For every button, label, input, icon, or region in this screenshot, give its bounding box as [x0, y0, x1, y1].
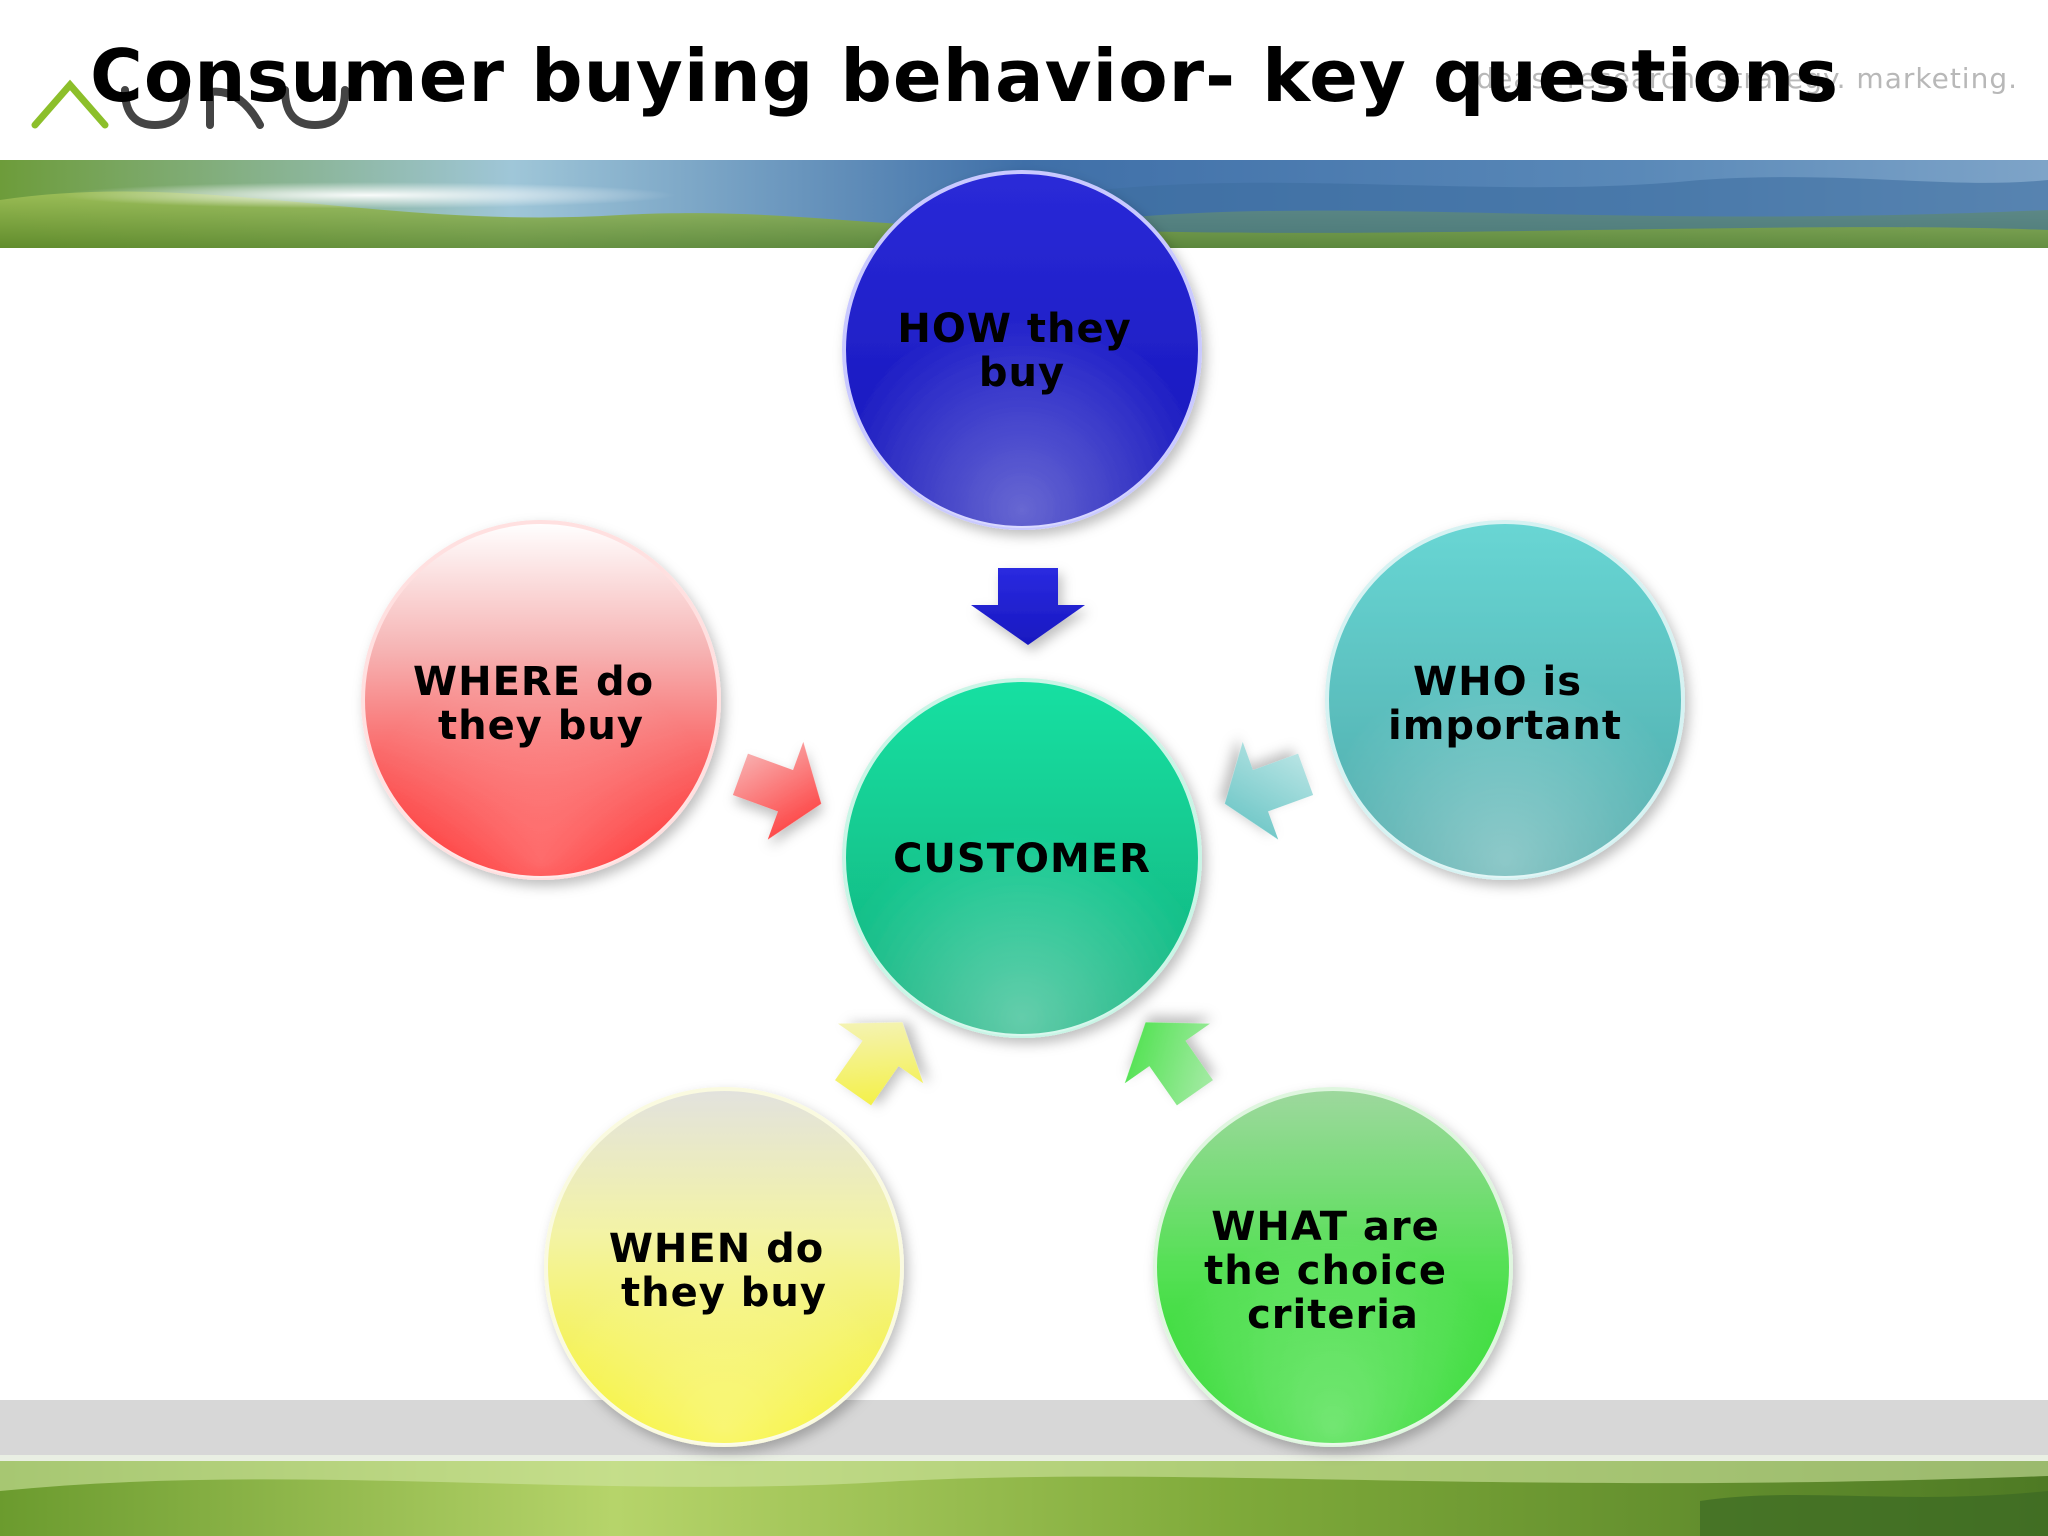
- landscape-footer: [0, 1461, 2048, 1536]
- node-label-who: WHO is important: [1388, 659, 1622, 749]
- company-tagline: ideas. research. strategy. marketing.: [1467, 62, 2018, 95]
- circle-customer: CUSTOMER: [842, 678, 1202, 1038]
- node-label-what: WHAT are the choice criteria: [1204, 1204, 1462, 1338]
- slide-header: ideas. research. strategy. marketing. Co…: [0, 0, 2048, 160]
- circle-how-they-buy: HOW they buy: [842, 170, 1202, 530]
- arrow-who-to-customer: [1224, 741, 1314, 840]
- node-label-when: WHEN do they buy: [609, 1226, 839, 1316]
- footer-divider: [0, 1455, 2048, 1461]
- center-label: CUSTOMER: [893, 836, 1151, 882]
- circle-who-is-important: WHO is important: [1325, 520, 1685, 880]
- node-label-where: WHERE do they buy: [413, 659, 669, 749]
- company-logo: [31, 79, 349, 130]
- arrow-what-to-customer: [1124, 1022, 1213, 1106]
- circle-when-do-they-buy: WHEN do they buy: [544, 1087, 904, 1447]
- arrow-how-to-customer: [971, 568, 1085, 645]
- node-label-how: HOW they buy: [897, 306, 1146, 396]
- circle-what-are-the-choice-criteria: WHAT are the choice criteria: [1153, 1087, 1513, 1447]
- circle-where-do-they-buy: WHERE do they buy: [361, 520, 721, 880]
- footer-bar: [0, 1400, 2048, 1455]
- arrow-when-to-customer: [835, 1022, 924, 1106]
- arrow-where-to-customer: [732, 741, 822, 840]
- slide-title: Consumer buying behavior- key questions: [90, 34, 1840, 118]
